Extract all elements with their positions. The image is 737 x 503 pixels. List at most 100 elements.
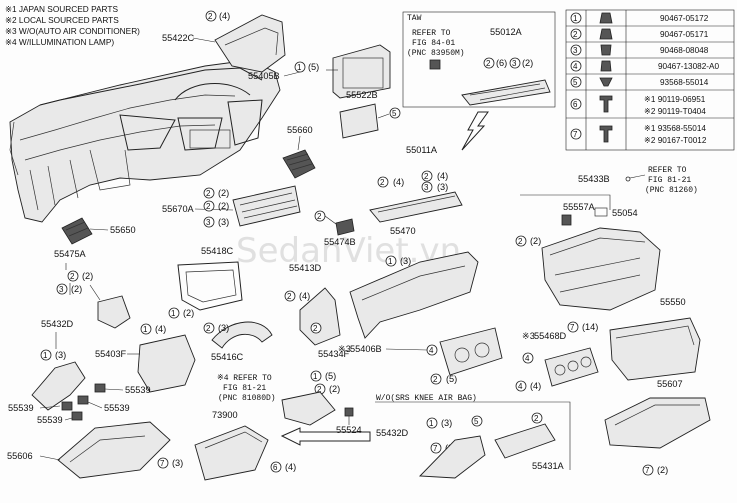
svg-text:3: 3 bbox=[424, 183, 429, 192]
label-55416C: 55416C bbox=[211, 352, 244, 362]
label-55650: 55650 bbox=[110, 225, 136, 235]
svg-text:(3): (3) bbox=[172, 458, 183, 468]
note-1: ※1 JAPAN SOURCED PARTS bbox=[5, 4, 118, 14]
ref3-line3: (PNC 81080D) bbox=[218, 394, 276, 403]
svg-text:2: 2 bbox=[287, 292, 292, 301]
ref-knee: W/O(SRS KNEE AIR BAG) bbox=[376, 394, 477, 403]
label-55660: 55660 bbox=[287, 125, 313, 135]
table-part-6a: ※1 90119-06951 bbox=[644, 95, 706, 104]
table-part-2: 90467-05171 bbox=[660, 30, 709, 39]
svg-text:(3): (3) bbox=[55, 350, 66, 360]
label-55539-a: 55539 bbox=[125, 385, 151, 395]
label-55557A: 55557A bbox=[563, 202, 596, 212]
svg-text:4: 4 bbox=[429, 346, 434, 355]
part-55468D: ※3 55468D 4 4 (4) bbox=[515, 331, 599, 392]
table-part-6b: ※2 90119-T0404 bbox=[644, 107, 706, 116]
svg-text:(5): (5) bbox=[325, 371, 336, 381]
svg-text:2: 2 bbox=[317, 212, 322, 221]
svg-text:7: 7 bbox=[645, 466, 650, 475]
label-55418C: 55418C bbox=[201, 246, 234, 256]
svg-text:2: 2 bbox=[206, 202, 211, 211]
label-55670A: 55670A bbox=[162, 204, 195, 214]
part-55670A: 55670A 2 (2) 2 (2) 3 (3) bbox=[162, 185, 301, 228]
ref1-line2: FIG 84-01 bbox=[412, 39, 455, 48]
svg-text:2: 2 bbox=[206, 324, 211, 333]
table-no-6: 6 bbox=[573, 100, 578, 109]
label-55474B: 55474B bbox=[324, 237, 356, 247]
ref1-line3: (PNC 83950M) bbox=[407, 49, 465, 58]
label-55468D-prefix: ※3 bbox=[522, 331, 535, 341]
svg-text:2: 2 bbox=[433, 375, 438, 384]
table-part-7b: ※2 90167-T0012 bbox=[644, 136, 707, 145]
svg-text:(4): (4) bbox=[393, 177, 404, 187]
ref1-line1: REFER TO bbox=[412, 29, 451, 38]
label-55468D: 55468D bbox=[534, 331, 567, 341]
svg-text:(3): (3) bbox=[441, 418, 452, 428]
svg-text:4: 4 bbox=[525, 354, 530, 363]
part-55405B: 1 (5) 55405B bbox=[248, 44, 391, 99]
part-55539-group: 55539 55539 55539 55539 bbox=[8, 383, 151, 425]
part-55418C: 55418C 1 (2) bbox=[168, 246, 243, 319]
label-55406B-prefix: ※3 bbox=[338, 344, 351, 354]
svg-text:4: 4 bbox=[518, 382, 523, 391]
knee-airbag-group: W/O(SRS KNEE AIR BAG) 55432D 1 (3) 7 (8)… bbox=[375, 394, 571, 479]
svg-text:5: 5 bbox=[392, 109, 397, 118]
label-55470: 55470 bbox=[390, 226, 416, 236]
part-55413D: 55413D 2 (4) 2 bbox=[284, 263, 341, 346]
part-55475A: 55475A 2 (2) 3 (2) bbox=[54, 249, 131, 329]
svg-text:(2): (2) bbox=[522, 58, 533, 68]
note-3: ※3 W/O(AUTO AIR CONDITIONER) bbox=[5, 26, 140, 36]
svg-text:5: 5 bbox=[474, 417, 479, 426]
svg-text:(2): (2) bbox=[530, 236, 541, 246]
svg-text:(3): (3) bbox=[218, 217, 229, 227]
svg-text:(2): (2) bbox=[183, 308, 194, 318]
part-55524: 55524 bbox=[336, 407, 362, 435]
svg-text:(4): (4) bbox=[155, 324, 166, 334]
label-55403F: 55403F bbox=[95, 349, 127, 359]
label-55054: 55054 bbox=[612, 208, 638, 218]
svg-text:2: 2 bbox=[313, 324, 318, 333]
part-55522B: 55522B 5 bbox=[339, 90, 401, 139]
svg-text:3: 3 bbox=[206, 218, 211, 227]
svg-text:(2): (2) bbox=[657, 465, 668, 475]
svg-text:1: 1 bbox=[297, 63, 302, 72]
part-55432D-left: 55432D 1 (3) bbox=[31, 319, 86, 411]
ref2-line1: REFER TO bbox=[648, 166, 687, 175]
legend-notes: ※1 JAPAN SOURCED PARTS ※2 LOCAL SOURCED … bbox=[5, 4, 140, 47]
svg-text:3: 3 bbox=[59, 285, 64, 294]
table-no-4: 4 bbox=[573, 62, 578, 71]
table-no-7: 7 bbox=[573, 130, 578, 139]
svg-text:1: 1 bbox=[429, 419, 434, 428]
svg-text:2: 2 bbox=[486, 59, 491, 68]
label-55405B: 55405B bbox=[248, 71, 280, 81]
svg-text:(3): (3) bbox=[437, 182, 448, 192]
part-55433B: 55433B 55557A 55054 2 (2) 7 (14) REFER T… bbox=[515, 166, 698, 333]
svg-text:(4): (4) bbox=[299, 291, 310, 301]
svg-text:(5): (5) bbox=[446, 374, 457, 384]
note-4: ※4 W/ILLUMINATION LAMP) bbox=[5, 37, 114, 47]
label-55539-c: 55539 bbox=[104, 403, 130, 413]
svg-text:7: 7 bbox=[570, 323, 575, 332]
svg-text:6: 6 bbox=[273, 463, 278, 472]
table-part-1: 90467-05172 bbox=[660, 14, 709, 23]
part-55660: 55660 bbox=[282, 125, 316, 179]
label-55413D: 55413D bbox=[289, 263, 322, 273]
table-part-5: 93568-55014 bbox=[660, 78, 709, 87]
label-55522B: 55522B bbox=[346, 90, 378, 100]
label-55475A: 55475A bbox=[54, 249, 87, 259]
svg-text:(2): (2) bbox=[82, 271, 93, 281]
ref3-line2: FIG 81-21 bbox=[223, 384, 266, 393]
label-55539-b: 55539 bbox=[8, 403, 34, 413]
svg-text:2: 2 bbox=[208, 12, 213, 21]
table-no-5: 5 bbox=[573, 78, 578, 87]
note-2: ※2 LOCAL SOURCED PARTS bbox=[5, 15, 119, 25]
svg-text:3: 3 bbox=[512, 59, 517, 68]
svg-text:(3): (3) bbox=[218, 323, 229, 333]
svg-text:(5): (5) bbox=[308, 62, 319, 72]
label-55431A: 55431A bbox=[532, 461, 565, 471]
label-55607: 55607 bbox=[657, 379, 683, 389]
instrument-panel-illustration bbox=[9, 59, 281, 223]
label-55432D-bottom: 55432D bbox=[376, 428, 409, 438]
